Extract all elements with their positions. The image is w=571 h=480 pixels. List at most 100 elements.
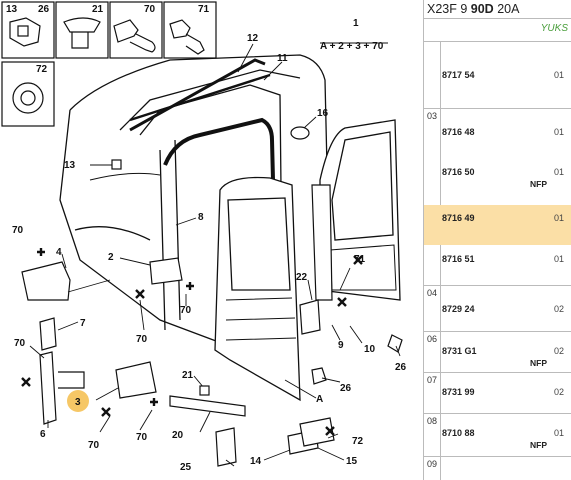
rear-door-left[interactable] [214,176,301,402]
callout-10[interactable]: 10 [364,344,376,355]
part-ref: 8731 99 [442,387,475,397]
part-row-selected[interactable]: 8716 49 01 [424,205,571,245]
door-pillar[interactable] [311,184,333,301]
group-09: 09 [424,457,571,480]
part-9-hinge[interactable] [299,299,321,335]
group-04: 04 8729 24 02 [424,286,571,332]
callout-15[interactable]: 15 [346,456,358,467]
part-16-cap[interactable] [290,126,310,140]
parts-exploded-diagram: 13 26 21 70 71 72 [1,1,407,473]
part-qty: 01 [554,254,565,264]
part-25-plate[interactable] [215,427,237,467]
part-qty: 01 [554,127,565,137]
tile-label-26: 26 [38,4,50,15]
part-ref: 8716 51 [442,254,475,264]
header-suffix: 20A [493,2,520,16]
callout-12[interactable]: 12 [247,33,259,44]
tile-70[interactable] [109,1,163,59]
tile-72[interactable] [1,61,55,127]
tile-label-72: 72 [36,64,48,75]
callout-72[interactable]: 72 [352,436,364,447]
callout-9[interactable]: 9 [338,340,344,351]
tile-label-71: 71 [198,4,210,15]
roof-strip [129,58,266,132]
callout-26-a[interactable]: 26 [340,383,352,394]
callout-22[interactable]: 22 [296,272,308,283]
part-row[interactable]: 8729 24 02 [424,296,571,324]
callout-21-marker [199,385,210,396]
subheader-text: YUKS [540,23,568,34]
part-row[interactable]: 8731 99 02 [424,379,571,407]
header-prefix: X23F 9 [427,2,471,16]
part-ref: 8716 48 [442,127,475,137]
callout-A[interactable]: A [316,394,323,405]
part-qty: 02 [554,346,565,356]
part-ref: 8716 50 [442,167,475,177]
group-03: 03 8716 48 01 8716 50 01 NFP 8716 49 01 … [424,109,571,286]
part-row[interactable]: 8717 54 01 [424,62,571,90]
callout-2[interactable]: 2 [108,252,114,263]
part-qty: 01 [554,167,565,177]
group-number: 07 [427,375,438,385]
group-number: 04 [427,288,438,298]
part-row[interactable]: 8716 50 01 NFP [424,159,571,189]
catalog-header: X23F 9 90D 20A [424,0,571,18]
callout-70-c[interactable]: 70 [88,440,100,451]
part-ref: 8717 54 [442,70,475,80]
part-2-latch[interactable] [149,257,183,285]
part-4-hinge-cover[interactable] [21,261,71,301]
callout-21[interactable]: 21 [182,370,194,381]
callout-70-f[interactable]: 70 [180,305,192,316]
nfp-badge: NFP [530,179,547,189]
nfp-badge: NFP [530,358,547,368]
callout-4[interactable]: 4 [56,247,62,258]
callout-7[interactable]: 7 [80,318,86,329]
part-20-trim[interactable] [169,395,246,417]
part-row[interactable]: 8716 48 01 [424,119,571,147]
door-seal [163,117,277,261]
part-3-hinge[interactable] [115,361,157,399]
callout-16[interactable]: 16 [317,108,329,119]
callout-8[interactable]: 8 [198,212,204,223]
part-qty: 02 [554,304,565,314]
callout-6[interactable]: 6 [40,429,46,440]
part-26-plug[interactable] [387,334,403,353]
group-number: 03 [427,111,438,121]
callout-70-a[interactable]: 70 [12,225,24,236]
bolt-71-icon [169,19,205,55]
callout-14[interactable]: 14 [250,456,262,467]
part-row[interactable]: 8710 88 01 NFP [424,420,571,450]
callout-13[interactable]: 13 [64,160,76,171]
callout-25[interactable]: 25 [180,462,192,473]
part-row[interactable]: 8716 51 01 [424,246,571,274]
group-07: 07 8731 99 02 [424,373,571,414]
callout-3-highlight[interactable] [67,390,89,412]
screw-70-icon [113,19,156,53]
callout-70-e[interactable]: 70 [136,334,148,345]
part-qty: 01 [554,213,565,223]
callout-11[interactable]: 11 [277,53,288,64]
tile-21[interactable] [55,1,109,59]
callout-26-b[interactable]: 26 [395,362,407,373]
tile-label-21: 21 [92,4,104,15]
part-26b-plug[interactable] [311,367,327,385]
part-6-hinge[interactable] [39,351,57,425]
callout-20[interactable]: 20 [172,430,184,441]
header-bold: 90D [470,2,494,16]
callout-70-b[interactable]: 70 [14,338,26,349]
rear-door-right[interactable] [319,119,401,301]
part-15-lens[interactable] [299,417,335,447]
callout-1[interactable]: 1 [353,18,359,29]
part-row[interactable]: 8731 G1 02 NFP [424,338,571,368]
callout-71[interactable]: 71 [354,254,366,265]
part-7-bracket[interactable] [39,317,57,351]
fastener-tiles: 13 26 21 70 71 72 [1,1,217,127]
group-08: 08 8710 88 01 NFP [424,414,571,457]
callout-3[interactable]: 3 [75,397,81,408]
part-ref: 8731 G1 [442,346,477,356]
clip-13-icon [9,17,41,47]
grommet-72-icon [12,82,44,114]
callout-13-marker [111,159,122,170]
part-ref: 8710 88 [442,428,475,438]
callout-70-d[interactable]: 70 [136,432,148,443]
